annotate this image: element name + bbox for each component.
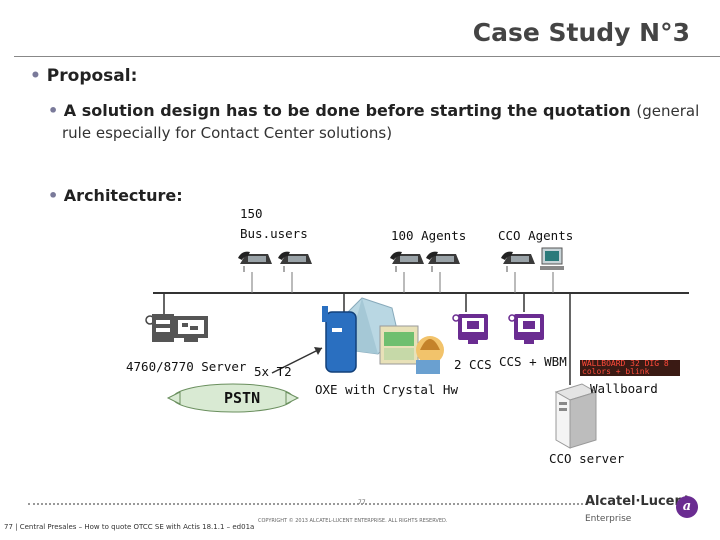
cco-server-label: CCO server: [549, 451, 625, 466]
ccs-count-label: 2 CCS: [454, 357, 492, 372]
solution-line2: rule especially for Contact Center solut…: [62, 124, 393, 142]
bullet-dot-icon: •: [48, 101, 64, 120]
phone-icon: [277, 251, 313, 273]
cco-agents-label: CCO Agents: [498, 228, 574, 243]
footer-divider: [28, 503, 583, 505]
phone-icon: [389, 251, 425, 273]
footer-caption: 77 | Central Presales – How to quote OTC…: [4, 523, 255, 531]
architecture-label: Architecture:: [63, 186, 183, 205]
bullet-architecture: • Architecture:: [48, 186, 183, 205]
footer-page-number: 77: [358, 499, 366, 506]
t2-trunks-label: 5x T2: [254, 364, 292, 379]
ccs-terminal-icon: [452, 313, 489, 345]
bus-users-count-label: 150: [240, 206, 263, 221]
phone-icon: [237, 251, 273, 273]
ccs-wbm-label: CCS + WBM: [499, 354, 567, 369]
server-icon: [145, 314, 208, 342]
bullet-proposal: • Proposal:: [30, 66, 137, 86]
wallboard-display: WALLBOARD 32 DIG 8 colors + blink: [580, 360, 680, 376]
title-divider: [14, 56, 720, 57]
oxe-label: OXE with Crystal Hw: [315, 382, 458, 397]
bullet-solution: • A solution design has to be done befor…: [48, 101, 699, 120]
solution-bold-text: A solution design has to be done before …: [63, 101, 631, 120]
alcatel-logo-icon: a: [676, 496, 698, 518]
cco-server-icon: [554, 383, 598, 449]
page-title: Case Study N°3: [472, 18, 690, 47]
bullet-dot-icon: •: [30, 66, 47, 86]
brand-sub: Enterprise: [585, 514, 632, 524]
solution-paren-text: (general: [636, 102, 700, 120]
bullet-dot-icon: •: [48, 186, 64, 205]
pstn-cloud-icon: [166, 383, 300, 413]
computer-icon: [540, 247, 564, 270]
brand-name: Alcatel·Lucent: [585, 494, 690, 509]
wallboard-label: Wallboard: [590, 381, 658, 396]
server-label: 4760/8770 Server: [126, 359, 247, 374]
agents-label: 100 Agents: [391, 228, 467, 243]
t2-link-line: [271, 347, 323, 374]
pstn-label: PSTN: [224, 389, 261, 407]
phone-icon: [500, 251, 536, 273]
footer-copyright: COPYRIGHT © 2013 ALCATEL-LUCENT ENTERPRI…: [258, 518, 448, 524]
oxe-crystal-icon: [322, 297, 444, 374]
proposal-label: Proposal:: [46, 66, 138, 86]
phone-icon: [425, 251, 461, 273]
ccs-terminal-icon: [508, 313, 545, 345]
bus-users-label: Bus.users: [240, 226, 308, 241]
